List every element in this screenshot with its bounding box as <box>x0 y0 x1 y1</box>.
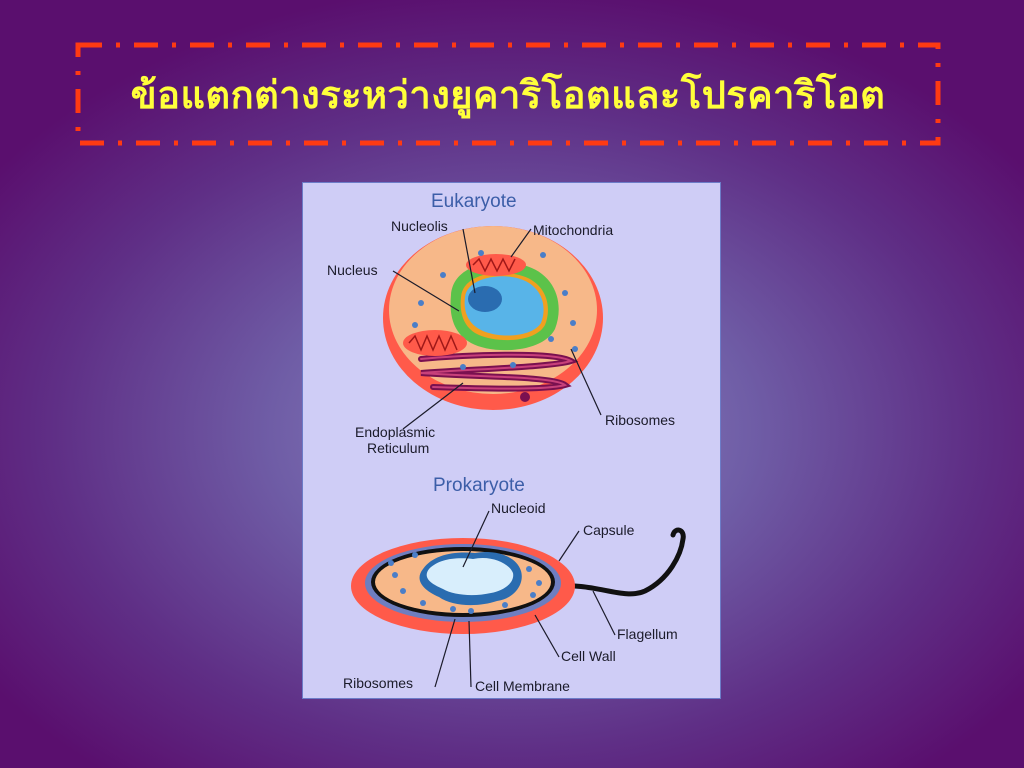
prokaryote-cell <box>351 510 686 688</box>
label-nucleoid: Nucleoid <box>491 500 545 516</box>
eukaryote-leader-lines <box>392 228 602 430</box>
prokaryote-ribosomes <box>388 552 542 614</box>
label-er-line1: Endoplasmic <box>355 424 435 440</box>
label-er-line2: Reticulum <box>367 440 429 456</box>
eukaryote-ribosomes <box>412 250 578 370</box>
nucleus-shape <box>450 262 559 351</box>
title-frame: ข้อแตกต่างระหว่างยูคาริโอตและโปรคาริโอต <box>75 42 941 146</box>
label-flagellum: Flagellum <box>617 626 678 642</box>
prokaryote-leader-lines <box>434 510 616 688</box>
flagellum-shape <box>550 527 686 597</box>
mitochondria-shape <box>403 254 526 356</box>
cell-comparison-diagram: Eukaryote <box>302 182 721 699</box>
label-nucleolis: Nucleolis <box>391 218 448 234</box>
label-mitochondria: Mitochondria <box>533 222 613 238</box>
label-cell-wall: Cell Wall <box>561 648 616 664</box>
slide-title: ข้อแตกต่างระหว่างยูคาริโอตและโปรคาริโอต <box>130 71 886 117</box>
prokaryote-heading: Prokaryote <box>433 475 525 496</box>
label-cell-membrane: Cell Membrane <box>475 678 570 694</box>
eukaryote-heading: Eukaryote <box>431 191 517 212</box>
label-prokaryote-ribosomes: Ribosomes <box>343 675 413 691</box>
label-capsule: Capsule <box>583 522 635 538</box>
endoplasmic-reticulum-shape <box>418 351 579 402</box>
dashed-frame <box>75 42 941 146</box>
label-eukaryote-ribosomes: Ribosomes <box>605 412 675 428</box>
label-nucleus: Nucleus <box>327 262 378 278</box>
eukaryote-cell <box>383 226 603 430</box>
